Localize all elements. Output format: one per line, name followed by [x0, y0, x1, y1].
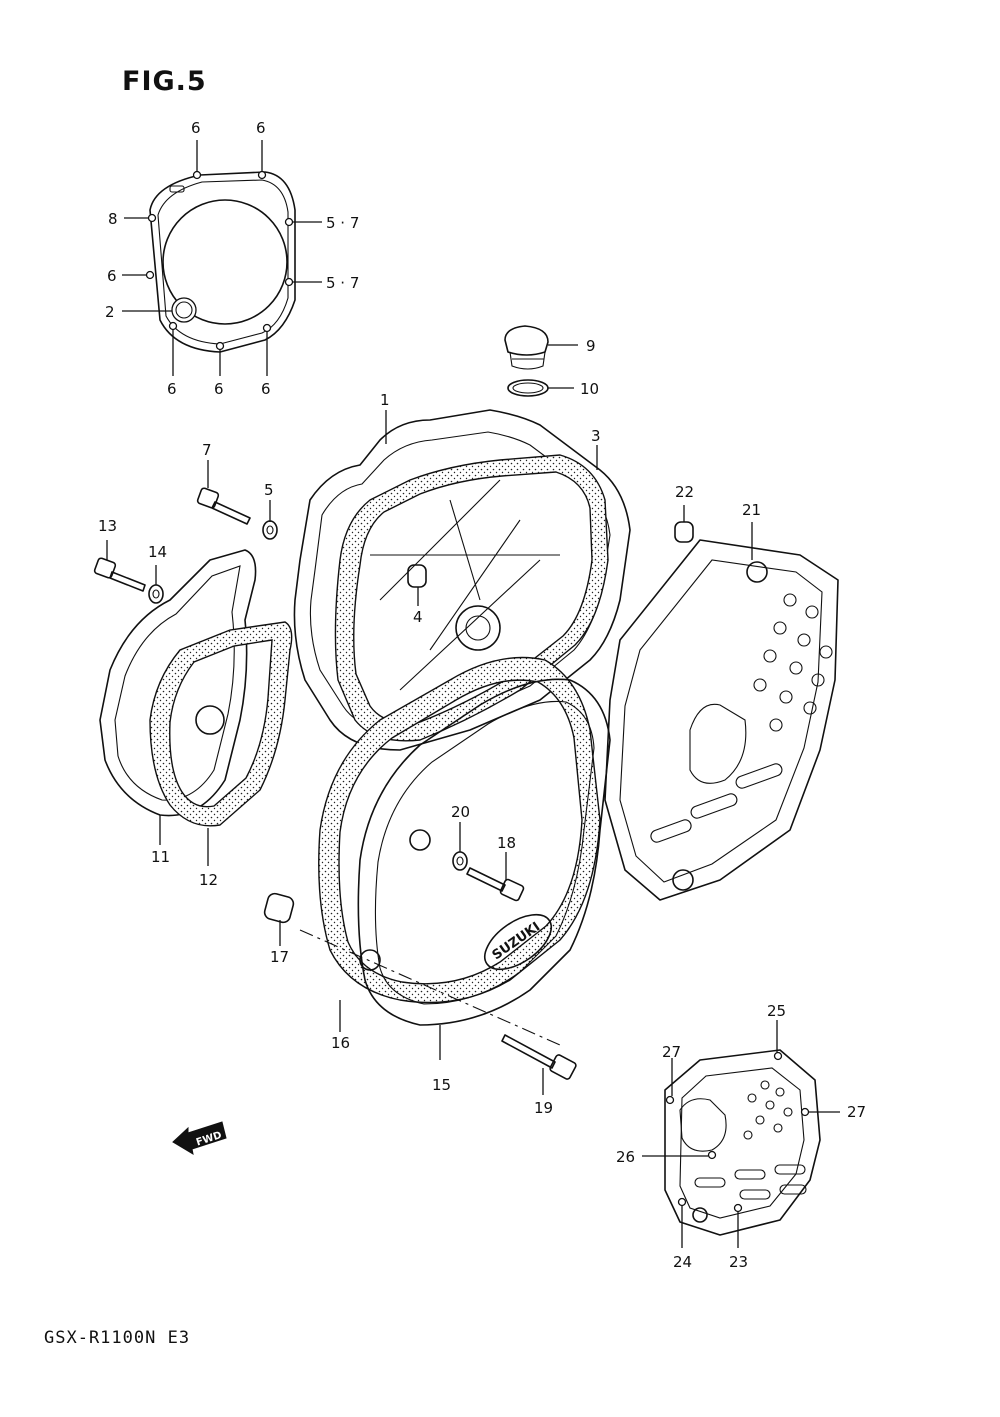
- callout-14: 14: [148, 543, 167, 561]
- callout-13: 13: [98, 517, 117, 535]
- bolt-19: [501, 1034, 577, 1095]
- callout-labels: 6 6 8 5 · 7 6 5 · 7 2 6 6 6 9 10 1 3 7 5…: [98, 119, 866, 1271]
- callout-19: 19: [534, 1099, 553, 1117]
- bolt-13: [93, 540, 146, 592]
- clutch-cover: [293, 409, 631, 751]
- callout-6d: 6: [167, 380, 177, 398]
- callout-8: 8: [108, 210, 118, 228]
- guard-holes: [650, 593, 833, 843]
- starter-clutch-cover: [99, 549, 257, 845]
- callout-12: 12: [199, 871, 218, 889]
- guard-plate: [642, 1020, 840, 1248]
- callout-6e: 6: [214, 380, 224, 398]
- callout-6c: 6: [107, 267, 117, 285]
- callout-5: 5: [264, 481, 274, 499]
- callout-17: 17: [270, 948, 289, 966]
- callout-6a: 6: [191, 119, 201, 137]
- callout-4: 4: [413, 608, 423, 626]
- callout-6b: 6: [256, 119, 266, 137]
- callout-5-7a: 5 · 7: [326, 214, 359, 232]
- callout-6f: 6: [261, 380, 271, 398]
- callout-7: 7: [202, 441, 212, 459]
- starter-cover-gasket: [149, 621, 293, 866]
- fwd-arrow-icon: FWD: [172, 1121, 227, 1156]
- callout-18: 18: [497, 834, 516, 852]
- callout-5-7b: 5 · 7: [326, 274, 359, 292]
- callout-11: 11: [151, 848, 170, 866]
- callout-25: 25: [767, 1002, 786, 1020]
- callout-26: 26: [616, 1148, 635, 1166]
- callout-3: 3: [591, 427, 601, 445]
- callout-15: 15: [432, 1076, 451, 1094]
- callout-22: 22: [675, 483, 694, 501]
- callout-9: 9: [586, 337, 596, 355]
- dowel-22: [674, 505, 694, 543]
- leaders-gasket: [122, 140, 322, 376]
- callout-27b: 27: [847, 1103, 866, 1121]
- oil-filler-cap: [504, 325, 578, 370]
- callout-21: 21: [742, 501, 761, 519]
- callout-23: 23: [729, 1253, 748, 1271]
- callout-27a: 27: [662, 1043, 681, 1061]
- callout-1: 1: [380, 391, 390, 409]
- dowel-pin-4: [407, 564, 427, 606]
- callout-2: 2: [105, 303, 115, 321]
- generator-cover-gasket: [318, 656, 601, 1032]
- figure-title: FIG.5: [122, 66, 207, 97]
- washer-20: [452, 822, 468, 871]
- callout-10: 10: [580, 380, 599, 398]
- callout-20: 20: [451, 803, 470, 821]
- washer-5: [262, 500, 278, 540]
- engine-guard: [604, 522, 839, 901]
- bolt-18: [466, 852, 525, 902]
- washer-14: [148, 565, 164, 604]
- o-ring: [507, 379, 574, 397]
- clutch-cover-gasket: [149, 171, 296, 353]
- plate-holes: [694, 1080, 807, 1200]
- dowel-17: [263, 892, 295, 946]
- bolt-7: [196, 460, 251, 525]
- callout-24: 24: [673, 1253, 692, 1271]
- model-code: GSX-R1100N E3: [44, 1328, 191, 1348]
- callout-16: 16: [331, 1034, 350, 1052]
